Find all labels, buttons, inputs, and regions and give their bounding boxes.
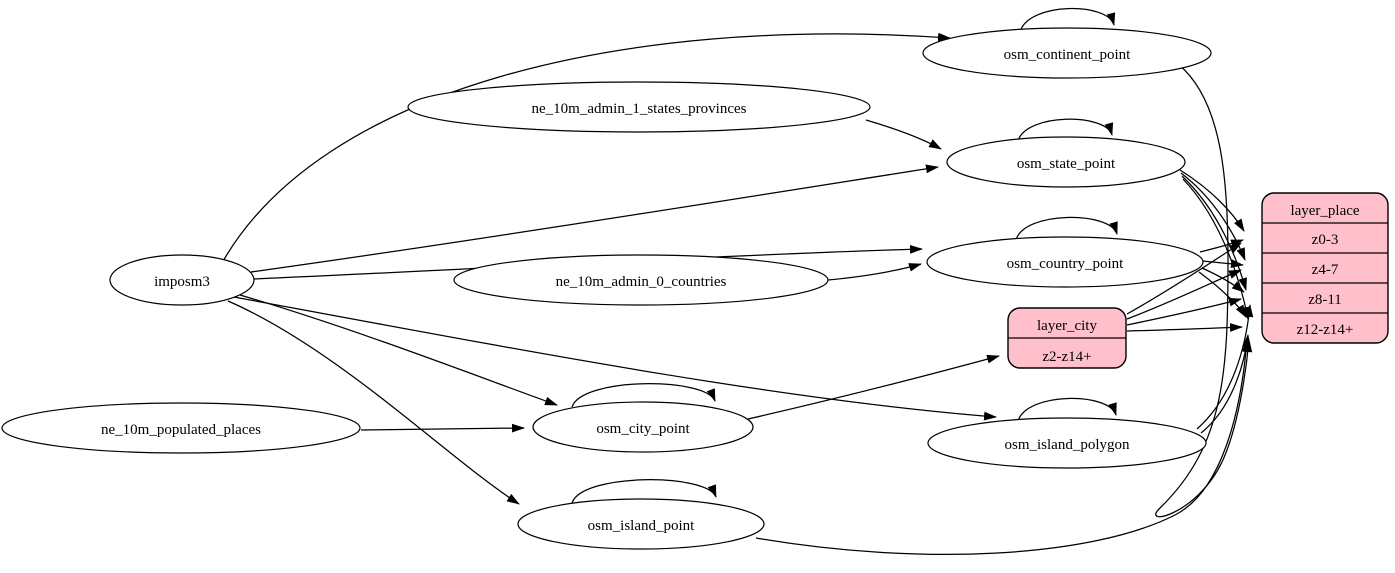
node-island-polygon-label: osm_island_polygon [1004, 437, 1130, 453]
edge-osm-state-point-to-layer-place-z8 [1181, 175, 1247, 291]
node-island-point-shape [517, 498, 765, 550]
node-ne-10m-admin-0-countries: ne_10m_admin_0_countries [453, 254, 829, 306]
self-loop-osm-country-point [1015, 216, 1118, 241]
node-continent-label: osm_continent_point [1004, 47, 1131, 63]
node-ne-pop-shape [1, 402, 361, 454]
node-ne-1-shape [407, 81, 871, 133]
record-layer-place-row-z4: z4-7 [1312, 262, 1339, 278]
node-osm-country-point: osm_country_point [926, 236, 1204, 288]
self-loop-osm-continent-point [1019, 8, 1116, 33]
edge-imposm3-to-osm-state-point [250, 164, 939, 273]
edge-layer-city-to-layer-place-z0 [1126, 242, 1242, 315]
edge-osm-country-point-to-layer-place-z4 [1202, 259, 1244, 269]
edge-osm-country-point-to-layer-place-z12 [1198, 271, 1247, 318]
node-city-shape [532, 401, 754, 453]
record-layer-city-row-z2: z2-z14+ [1042, 349, 1091, 365]
record-layer-place-title: layer_place [1290, 203, 1359, 219]
edge-osm-continent-point-to-layer-place-z12 [1155, 63, 1253, 518]
node-ne-0-shape [453, 254, 829, 306]
self-loop-osm-island-polygon [1017, 397, 1117, 422]
edge-osm-island-polygon-to-layer-place-z8 [1196, 304, 1254, 430]
edge-imposm3-to-osm-island-polygon [233, 296, 997, 421]
self-loop-osm-island-point [571, 479, 717, 504]
self-loop-osm-city-point [571, 383, 716, 408]
record-layer-place-row-z0: z0-3 [1312, 232, 1339, 248]
edge-osm-city-point-to-layer-city [747, 354, 1000, 420]
record-layer-place-row-z12: z12-z14+ [1297, 322, 1354, 338]
node-osm-island-polygon: osm_island_polygon [927, 417, 1207, 469]
record-layer-city: layer_city z2-z14+ [1007, 307, 1127, 369]
edge-ne-0-countries-to-osm-country-point [827, 263, 922, 281]
node-ne-10m-populated-places: ne_10m_populated_places [1, 402, 361, 454]
node-ne-1-label: ne_10m_admin_1_states_provinces [532, 101, 747, 117]
record-layer-place-box [1261, 192, 1389, 344]
node-osm-state-point: osm_state_point [946, 136, 1186, 188]
node-imposm3-shape [109, 254, 255, 306]
edge-osm-state-point-to-layer-place-z0 [1179, 169, 1245, 232]
node-continent-shape [922, 27, 1212, 79]
node-osm-continent-point: osm_continent_point [922, 27, 1212, 79]
edge-imposm3-to-osm-island-point [227, 300, 520, 505]
edge-ne-1-states-to-osm-state-point [865, 119, 942, 150]
node-ne-10m-admin-1-states-provinces: ne_10m_admin_1_states_provinces [407, 81, 871, 133]
edge-osm-country-point-to-layer-place-z0 [1199, 239, 1244, 253]
node-ne-pop-label: ne_10m_populated_places [101, 422, 261, 438]
node-imposm3: imposm3 [109, 254, 255, 306]
edge-osm-country-point-to-layer-place-z8 [1201, 267, 1245, 293]
edge-layer-city-to-layer-place-z4 [1126, 269, 1242, 320]
record-layer-place-row-z8: z8-11 [1308, 292, 1342, 308]
edge-ne-populated-places-to-osm-city-point [360, 423, 525, 433]
self-loop-osm-state-point [1017, 118, 1114, 142]
node-country-label: osm_country_point [1007, 256, 1124, 272]
edge-osm-state-point-to-layer-place-z12 [1182, 178, 1251, 320]
edge-layer-city-to-layer-place-z12 [1126, 323, 1243, 332]
edge-osm-island-point-to-layer-place-z12 [755, 339, 1251, 556]
node-ne-0-label: ne_10m_admin_0_countries [556, 274, 727, 290]
edge-imposm3-to-osm-continent-point [221, 32, 951, 264]
node-country-shape [926, 236, 1204, 288]
node-osm-city-point: osm_city_point [532, 401, 754, 453]
edges-group [221, 8, 1254, 556]
node-city-label: osm_city_point [596, 421, 690, 437]
node-state-shape [946, 136, 1186, 188]
edge-layer-city-to-layer-place-z8 [1126, 297, 1242, 326]
record-layer-place: layer_place z0-3 z4-7 z8-11 z12-z14+ [1261, 192, 1389, 344]
record-layer-city-title: layer_city [1037, 318, 1097, 334]
node-state-label: osm_state_point [1017, 156, 1116, 172]
node-island-point-label: osm_island_point [588, 518, 696, 534]
node-imposm3-label: imposm3 [154, 274, 210, 290]
edge-imposm3-to-osm-city-point [239, 294, 558, 406]
node-island-polygon-shape [927, 417, 1207, 469]
node-osm-island-point: osm_island_point [517, 498, 765, 550]
